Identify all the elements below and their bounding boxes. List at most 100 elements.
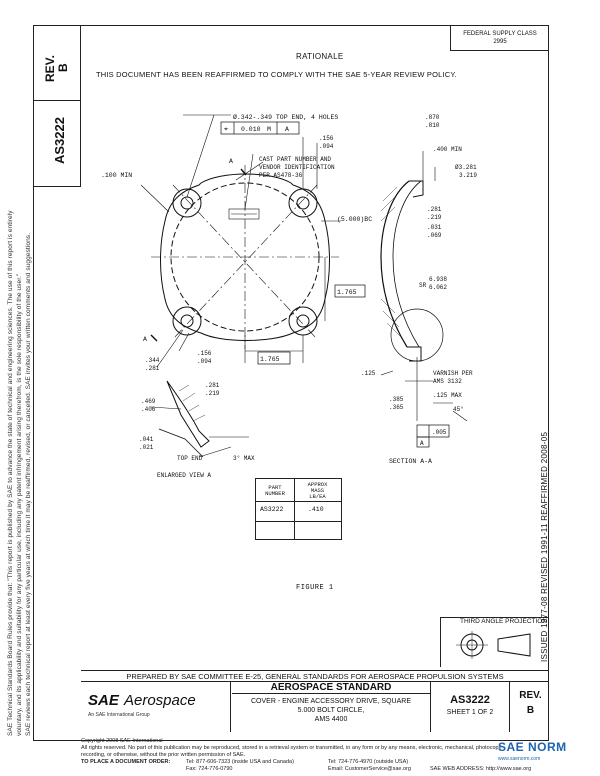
title-rev-value: B [526, 705, 535, 716]
legal-text-line-2: voluntary, and its applicability and sui… [16, 273, 23, 736]
varnish-2: AMS 3132 [433, 378, 462, 385]
federal-supply-class: FEDERAL SUPPLY CLASS 2995 [450, 25, 549, 51]
watermark-sub: www.saenorm.com [498, 756, 541, 762]
sae-logo: SAE [88, 692, 119, 709]
phi3219: 3.219 [459, 172, 477, 179]
fsc-label: FEDERAL SUPPLY CLASS [463, 31, 537, 37]
table-cell-part: AS3222 [260, 506, 284, 513]
legal-text-line-3: SAE reviews each technical report at lea… [25, 232, 32, 736]
table-row-divider [256, 521, 341, 522]
dim-156-upper: .156 [319, 135, 334, 142]
table-header-divider [256, 501, 341, 502]
fcf-symbol: ⌖ [224, 126, 228, 134]
r156-lower: .094 [197, 358, 212, 365]
section-marker-top: A [229, 158, 233, 165]
logo-subtitle: An SAE International Group [88, 712, 150, 718]
table-column-divider [294, 479, 295, 539]
figure-label: FIGURE 1 [296, 584, 334, 592]
projection-title: THIRD ANGLE PROJECTION [460, 618, 548, 625]
detail-top-end: TOP END [177, 455, 203, 462]
title-rev-label: REV. [519, 690, 542, 701]
copyright: Copyright 2008 SAE International [81, 738, 163, 744]
detail-r281: .281 [205, 382, 220, 389]
r069: .069 [427, 232, 442, 239]
holes-note: Ø.342-.349 TOP END, 4 HOLES [233, 113, 338, 121]
left-rev-label: REV. B [43, 55, 70, 82]
sr-label: SR [419, 282, 427, 289]
section-title: SECTION A-A [389, 458, 432, 465]
enlarged-view-profile [166, 380, 210, 448]
boss-top-left [172, 188, 202, 218]
rationale-heading: RATIONALE [296, 52, 344, 61]
sr6938: 6.938 [429, 276, 447, 283]
detail-r406: .406 [141, 406, 156, 413]
tel-outside: Tel: 724-776-4970 (outside USA) [328, 759, 409, 765]
drawing-sheet-border [33, 25, 549, 741]
d365: .365 [389, 404, 404, 411]
dim-1765-vertical: 1.765 [337, 289, 357, 296]
boss-top-right [288, 188, 318, 218]
rights-text-2: recording, or otherwise, without the pri… [81, 752, 246, 758]
rights-text: All rights reserved. No part of this pub… [81, 745, 501, 751]
bolt-circle-label: (5.000)BC [337, 216, 372, 223]
third-angle-projection-icon [456, 631, 531, 659]
r219-section: .219 [427, 214, 442, 221]
table-cell-mass: .410 [308, 506, 324, 513]
cover-outline [160, 173, 330, 341]
fax: Fax: 724-776-0790 [186, 766, 233, 772]
fcf-modifier: M [267, 126, 271, 133]
part-note-2: VENDOR IDENTIFICATION [259, 164, 335, 171]
web-address[interactable]: SAE WEB ADDRESS: http://www.sae.org [430, 766, 532, 772]
fsc-value: 2995 [493, 39, 507, 45]
email[interactable]: Email: CustomerService@sae.org [328, 766, 411, 772]
watermark-brand: SAE NORM [498, 740, 567, 754]
title-block-logo-cell [81, 682, 231, 732]
phi3281: Ø3.281 [455, 164, 477, 171]
d385: .385 [389, 396, 404, 403]
section-marker-bottom: A [143, 336, 147, 343]
standard-description: COVER - ENGINE ACCESSORY DRIVE, SQUARE 5… [250, 698, 411, 723]
fcf-value: 0.010 [241, 126, 261, 133]
part-note-1: CAST PART NUMBER AND [259, 156, 331, 163]
detail-r041: .041 [139, 436, 154, 443]
flatness-frame [416, 424, 450, 438]
r344-lower: .281 [145, 365, 160, 372]
detail-r469: .469 [141, 398, 156, 405]
enlarged-view-title: ENLARGED VIEW A [157, 472, 211, 479]
fcf-datum: A [285, 126, 289, 133]
sheet-number: SHEET 1 OF 2 [446, 709, 494, 716]
sr6062: 6.062 [429, 284, 447, 291]
order-label: TO PLACE A DOCUMENT ORDER: [81, 759, 171, 765]
boss-bottom-right [288, 306, 318, 336]
r031: .031 [427, 224, 442, 231]
standard-title: AEROSPACE STANDARD [232, 682, 430, 694]
d810: .810 [425, 122, 440, 129]
d870: .870 [425, 114, 440, 121]
dim-1765-horizontal: 1.765 [260, 356, 280, 363]
rationale-text: THIS DOCUMENT HAS BEEN REAFFIRMED TO COM… [96, 70, 457, 79]
flatness-datum: A [420, 440, 424, 447]
tel-inside: Tel: 877-606-7323 (inside USA and Canada… [186, 759, 294, 765]
doc-number-cell [430, 682, 510, 732]
aerospace-logo-text: Aerospace [124, 692, 196, 709]
d125max: .125 MAX [433, 392, 462, 399]
left-rev-cell [33, 25, 81, 101]
feature-control-frame [220, 121, 300, 135]
projection-box [440, 617, 549, 667]
r344-upper: .344 [145, 357, 160, 364]
detail-r021: .021 [139, 444, 154, 451]
r281-section: .281 [427, 206, 442, 213]
min-100-label: .100 MIN [101, 172, 132, 179]
flatness-value: .005 [432, 429, 447, 436]
detail-r219: .219 [205, 390, 220, 397]
section-profile [380, 180, 410, 348]
detail-3deg: 3° MAX [233, 455, 255, 462]
deg45: 45° [453, 406, 464, 413]
left-header-column [33, 25, 81, 187]
d400-min: .400 MIN [433, 146, 462, 153]
engineering-drawing: Ø.342-.349 TOP END, 4 HOLES ⌖ 0.010 M A … [101, 113, 477, 479]
part-note-3: PER AS478-36 [259, 172, 303, 179]
